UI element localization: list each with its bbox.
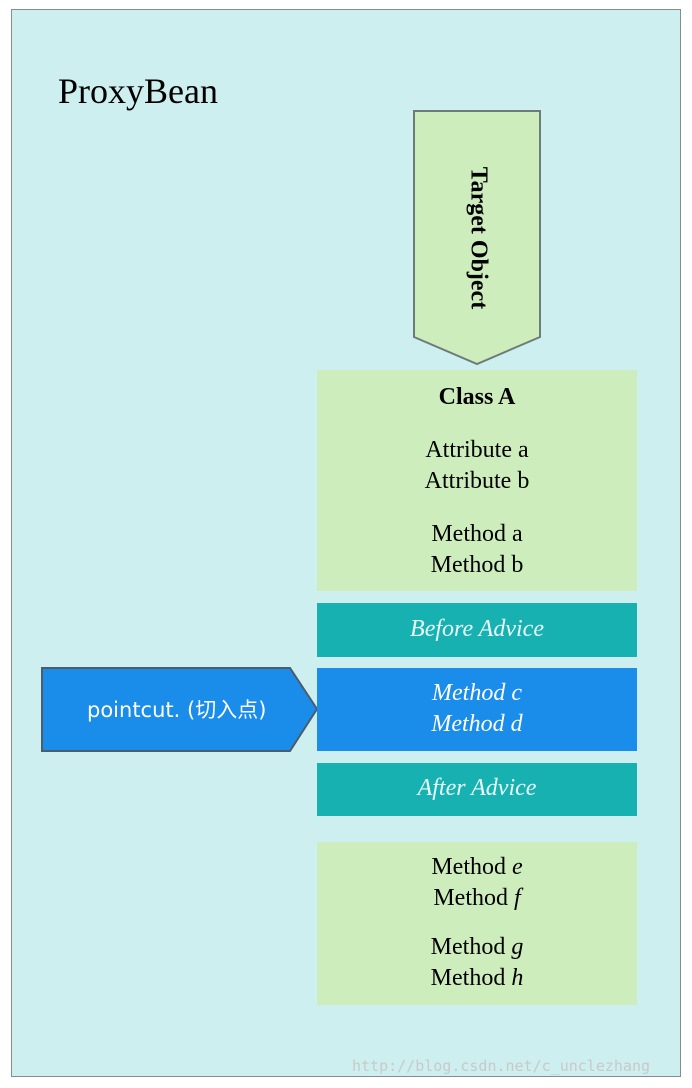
before-advice-box: Before Advice [317,603,637,657]
method-a: Method a [431,521,523,547]
class-a-name: Class A [438,384,516,410]
other-methods-box: Method e Method f Method g Method h [317,842,637,1005]
method-e: Method e [431,854,523,880]
attribute-b: Attribute b [424,468,530,494]
method-f: Method f [433,885,521,911]
method-h: Method h [430,965,524,991]
class-a-box: Class A Attribute a Attribute b Method a… [317,370,637,591]
target-object-label: Target Object [465,166,492,310]
pointcut-arrow [41,667,319,752]
method-b: Method b [430,552,524,578]
pointcut-label: pointcut. (切入点) [87,698,267,722]
after-advice-box: After Advice [317,763,637,816]
target-object-arrow [413,110,541,366]
method-d: Method d [431,711,523,737]
pointcut-methods-box: Method c Method d [317,668,637,751]
attribute-a: Attribute a [425,437,529,463]
proxy-bean-title: ProxyBean [58,71,218,111]
method-c: Method c [432,680,522,706]
watermark: http://blog.csdn.net/c_unclezhang [352,1057,651,1075]
after-advice-label: After Advice [417,775,537,801]
method-g: Method g [430,934,524,960]
before-advice-label: Before Advice [410,616,544,642]
